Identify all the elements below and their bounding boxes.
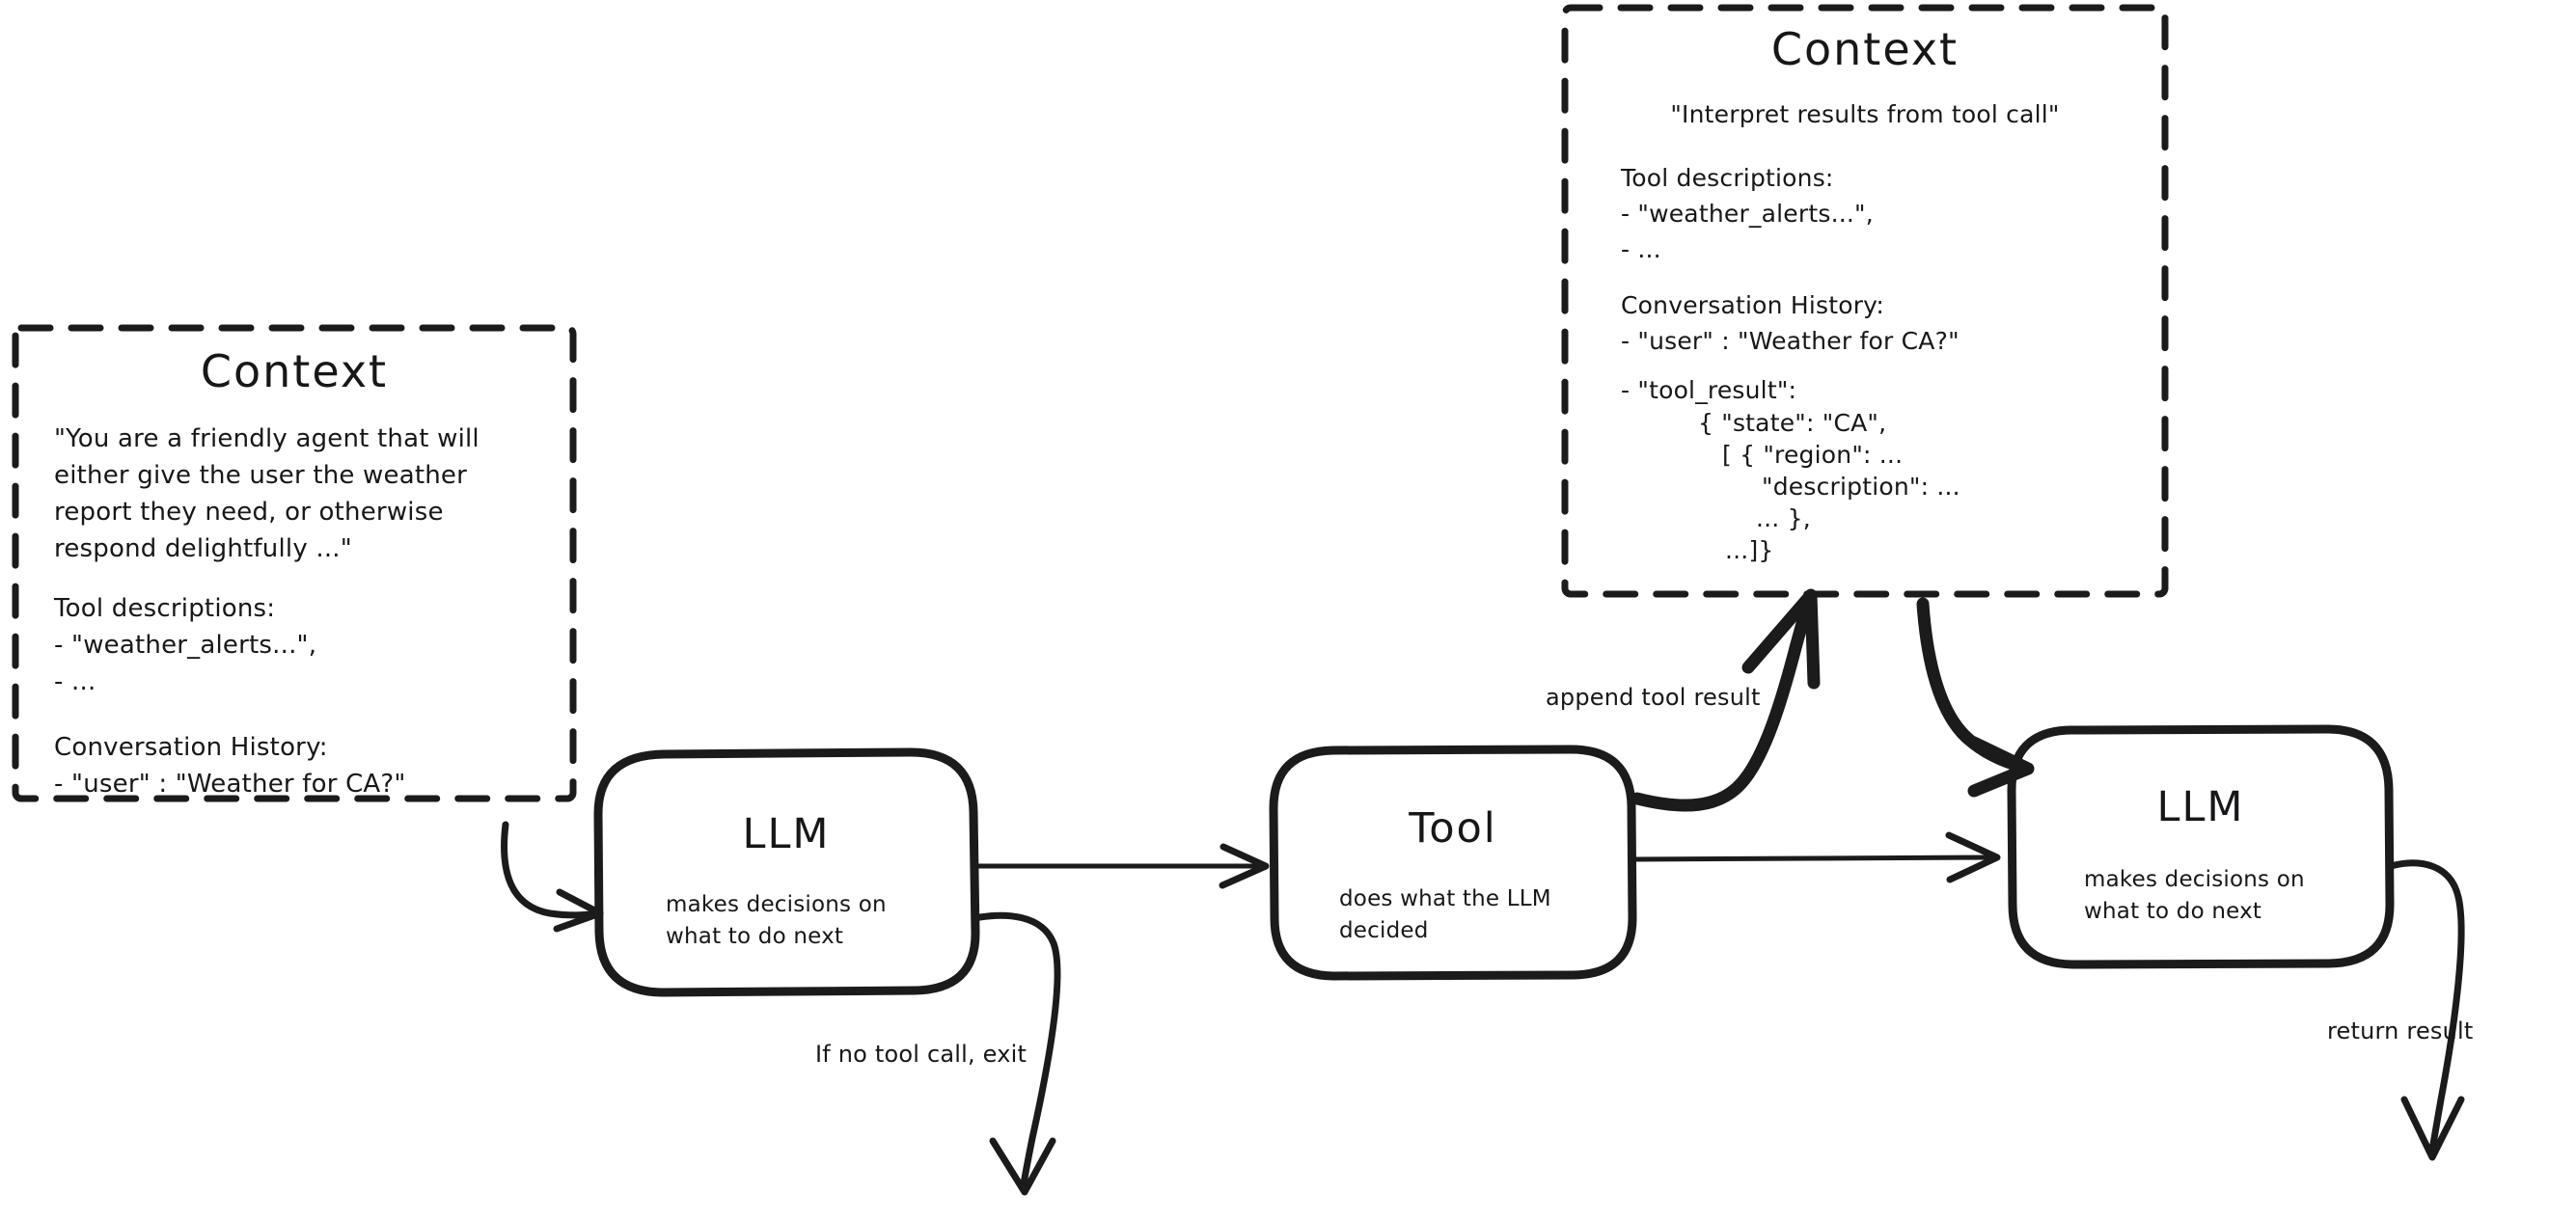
right-context-tool-result-line-2: "description": ... <box>1762 473 1960 501</box>
llm-first-subtitle: makes decisions on what to do next <box>666 892 887 949</box>
left-context-tools-heading: Tool descriptions: <box>54 594 276 623</box>
right-context-tool-result-line-0: { "state": "CA", <box>1698 409 1887 437</box>
right-context-title: Context <box>1770 23 1959 75</box>
left-context-tool-item-0: - "weather_alerts...", <box>54 631 317 660</box>
left-context-title: Context <box>200 345 389 397</box>
right-context-tool-result-line-1: [ { "region": ... <box>1722 441 1904 469</box>
right-context-tool-result-line-4: ...]} <box>1725 536 1774 564</box>
edge-tool-to-llm-second <box>1631 831 2001 883</box>
left-context-system-prompt: "You are a friendly agent that will eith… <box>54 424 480 563</box>
right-context-conversation-heading: Conversation History: <box>1621 291 1884 319</box>
tool-title: Tool <box>1409 804 1497 853</box>
edge-context-to-llm <box>501 821 604 933</box>
right-context-tool-item-1: - ... <box>1621 235 1661 263</box>
edge-label-exit: If no tool call, exit <box>815 1041 1028 1068</box>
llm-second-box-outline <box>2007 724 2395 969</box>
llm-first-title: LLM <box>742 810 831 858</box>
llm-first-box-outline <box>593 747 980 997</box>
edge-llm-to-tool <box>973 843 1270 889</box>
left-context-conversation-heading: Conversation History: <box>54 733 328 762</box>
tool-subtitle: does what the LLM decided <box>1339 886 1551 943</box>
right-context-system-prompt: "Interpret results from tool call" <box>1670 100 2060 128</box>
left-context-tool-item-1: - ... <box>54 667 96 696</box>
edge-label-append-tool-result: append tool result <box>1546 684 1761 711</box>
edge-context-to-llm-second <box>1916 597 2035 798</box>
edge-return-result <box>2387 859 2465 1161</box>
right-context-tool-item-0: - "weather_alerts...", <box>1621 200 1874 228</box>
llm-second-title: LLM <box>2156 783 2245 831</box>
edge-label-return-result: return result <box>2327 1018 2474 1045</box>
right-context-tools-heading: Tool descriptions: <box>1621 164 1834 192</box>
right-context-tool-result-line-3: ... }, <box>1756 504 1811 532</box>
right-context-conversation-item-0: - "user" : "Weather for CA?" <box>1621 327 1959 355</box>
llm-second-subtitle: makes decisions on what to do next <box>2084 867 2305 924</box>
left-context-conversation-item-0: - "user" : "Weather for CA?" <box>54 770 406 799</box>
right-context-tool-result-label: - "tool_result": <box>1621 376 1797 404</box>
